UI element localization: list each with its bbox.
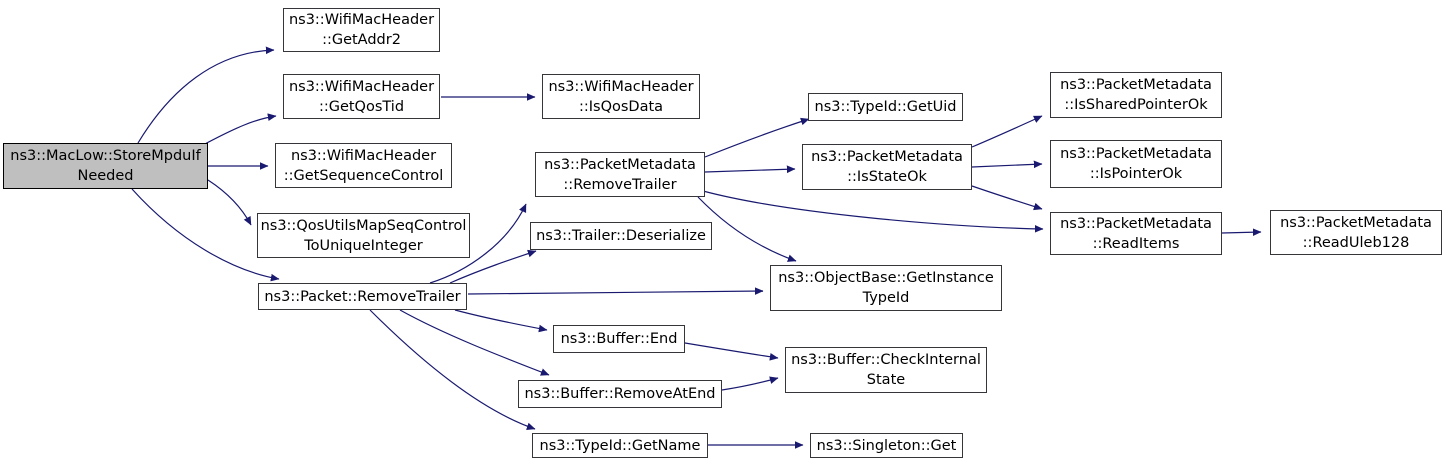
node-label: ns3::QosUtilsMapSeqControl xyxy=(260,217,467,234)
edge-buffer-end-to-check-internal xyxy=(684,342,779,361)
node-label: ns3::PacketMetadata xyxy=(1060,215,1212,232)
node-label: ns3::WifiMacHeader xyxy=(548,78,694,95)
edge-is-state-ok-to-is-shared-pointer-ok xyxy=(971,115,1043,148)
edge-packet-remove-trailer-to-buffer-end xyxy=(454,309,548,333)
node-label: ::GetSequenceControl xyxy=(283,167,444,184)
node-label: ns3::ObjectBase::GetInstance xyxy=(778,270,994,286)
node-label: ns3::WifiMacHeader xyxy=(288,12,435,28)
node-packetmetadata-removetrailer[interactable]: ns3::PacketMetadata ::RemoveTrailer xyxy=(535,152,705,197)
node-wifimacheader-isqosdata[interactable]: ns3::WifiMacHeader ::IsQosData xyxy=(542,74,700,119)
edge-pm-remove-trailer-to-get-uid xyxy=(704,117,810,158)
node-packetmetadata-ispointerok[interactable]: ns3::PacketMetadata ::IsPointerOk xyxy=(1050,140,1222,188)
node-label: ns3::WifiMacHeader xyxy=(290,147,437,164)
node-label: ::GetQosTid xyxy=(318,98,405,115)
edge-packet-remove-trailer-to-get-instance-typeid xyxy=(467,287,764,295)
node-trailer-deserialize[interactable]: ns3::Trailer::Deserialize xyxy=(530,222,712,250)
node-typeid-getuid[interactable]: ns3::TypeId::GetUid xyxy=(808,93,963,121)
edge-store-mpdu-to-packet-remove-trailer xyxy=(131,188,280,282)
node-maclow-storempduifneeded: ns3::MacLow::StoreMpduIf Needed xyxy=(3,143,208,189)
edge-packet-remove-trailer-to-deserialize xyxy=(449,249,537,284)
node-label: ::IsQosData xyxy=(578,98,664,115)
edge-pm-remove-trailer-to-read-items xyxy=(702,190,1044,233)
node-label: ns3::PacketMetadata xyxy=(1060,77,1212,93)
node-label: ns3::WifiMacHeader xyxy=(288,78,435,95)
node-label: ns3::Packet::RemoveTrailer xyxy=(264,288,461,305)
edge-pm-remove-trailer-to-is-state-ok xyxy=(704,165,796,174)
node-label: ::ReadItems xyxy=(1092,235,1180,252)
node-packet-removetrailer[interactable]: ns3::Packet::RemoveTrailer xyxy=(258,283,467,310)
edge-packet-remove-trailer-to-pm-remove-trailer xyxy=(429,203,527,284)
node-packetmetadata-readuleb128[interactable]: ns3::PacketMetadata ::ReadUleb128 xyxy=(1270,210,1442,255)
node-packetmetadata-readitems[interactable]: ns3::PacketMetadata ::ReadItems xyxy=(1050,212,1222,255)
node-label: ::IsPointerOk xyxy=(1089,166,1183,182)
node-wifimacheader-getaddr2[interactable]: ns3::WifiMacHeader ::GetAddr2 xyxy=(283,8,440,52)
node-label: Needed xyxy=(77,168,134,184)
node-label: ::RemoveTrailer xyxy=(563,176,677,193)
edge-store-mpdu-to-qos-utils xyxy=(207,179,252,226)
node-qosutilsmapseqcontroltouniqueinteger[interactable]: ns3::QosUtilsMapSeqControl ToUniqueInteg… xyxy=(257,213,470,258)
node-buffer-removeatend[interactable]: ns3::Buffer::RemoveAtEnd xyxy=(518,380,722,408)
node-label: ToUniqueInteger xyxy=(304,237,423,254)
node-label: ns3::Buffer::End xyxy=(560,331,678,347)
edge-is-state-ok-to-read-items xyxy=(971,185,1043,211)
node-packetmetadata-isstateok[interactable]: ns3::PacketMetadata ::IsStateOk xyxy=(802,144,972,190)
node-label: ns3::Singleton::Get xyxy=(816,437,957,454)
node-objectbase-getinstancetypeid[interactable]: ns3::ObjectBase::GetInstance TypeId xyxy=(770,265,1002,311)
node-wifimacheader-getqostid[interactable]: ns3::WifiMacHeader ::GetQosTid xyxy=(283,74,440,119)
node-label: ::IsSharedPointerOk xyxy=(1064,97,1208,113)
node-wifimacheader-getsequencecontrol[interactable]: ns3::WifiMacHeader ::GetSequenceControl xyxy=(275,143,452,188)
edge-store-mpdu-to-get-addr2 xyxy=(137,46,275,144)
node-label: ns3::PacketMetadata xyxy=(1280,214,1432,231)
node-buffer-end[interactable]: ns3::Buffer::End xyxy=(553,325,685,353)
edge-packet-remove-trailer-to-get-name xyxy=(369,309,536,430)
node-singleton-get[interactable]: ns3::Singleton::Get xyxy=(810,433,963,458)
node-label: ns3::MacLow::StoreMpduIf xyxy=(10,148,201,164)
node-label: ::ReadUleb128 xyxy=(1302,234,1410,251)
node-packetmetadata-issharedpointerok[interactable]: ns3::PacketMetadata ::IsSharedPointerOk xyxy=(1050,72,1222,118)
node-buffer-checkinternalstate[interactable]: ns3::Buffer::CheckInternal State xyxy=(785,347,987,393)
node-label: ns3::PacketMetadata xyxy=(811,149,963,165)
node-label: ::IsStateOk xyxy=(847,169,927,185)
node-label: ns3::TypeId::GetName xyxy=(539,437,701,454)
node-label: ns3::Buffer::CheckInternal xyxy=(791,352,981,368)
edge-remove-at-end-to-check-internal xyxy=(721,376,779,391)
edge-packet-remove-trailer-to-remove-at-end xyxy=(399,309,550,376)
node-typeid-getname[interactable]: ns3::TypeId::GetName xyxy=(532,433,708,458)
node-label: ns3::Buffer::RemoveAtEnd xyxy=(524,386,716,402)
node-label: ns3::Trailer::Deserialize xyxy=(536,228,706,244)
node-label: ns3::TypeId::GetUid xyxy=(814,99,957,115)
edge-store-mpdu-to-get-qos-tid xyxy=(202,113,277,146)
node-label: ns3::PacketMetadata xyxy=(544,156,696,173)
node-label: ::GetAddr2 xyxy=(322,32,401,48)
node-label: TypeId xyxy=(862,290,910,306)
edge-is-state-ok-to-is-pointer-ok xyxy=(971,160,1043,169)
edge-read-items-to-read-uleb128 xyxy=(1221,228,1262,237)
node-label: State xyxy=(866,372,906,388)
node-label: ns3::PacketMetadata xyxy=(1060,146,1212,162)
edge-pm-remove-trailer-to-get-instance-typeid xyxy=(697,196,797,262)
